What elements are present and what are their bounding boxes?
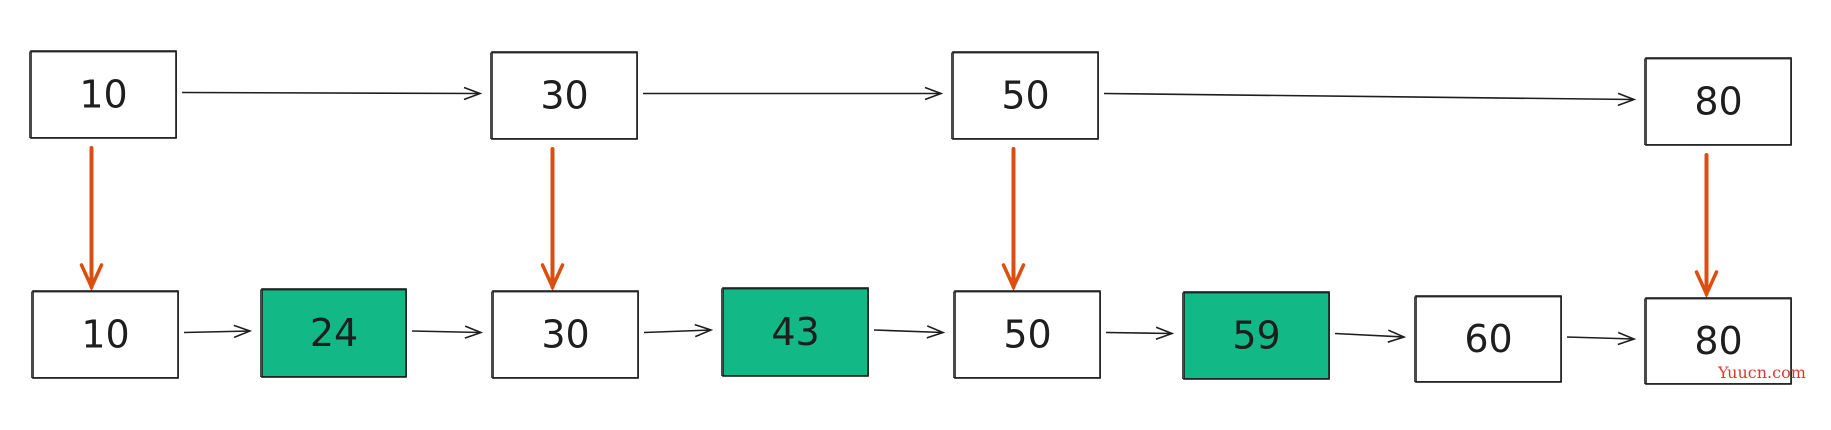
index-node-box-sketch [29, 51, 177, 138]
base-node-box-sketch [721, 288, 869, 376]
base-node-43: 43 [721, 287, 869, 377]
index-node-box-sketch [951, 52, 1099, 139]
base-node-box-sketch [1414, 296, 1562, 382]
index-node-30: 30 [490, 51, 638, 140]
next-arrow-b59-b60 [1334, 334, 1404, 338]
next-arrow-b24-b30 [411, 331, 481, 333]
base-node-box [492, 290, 639, 379]
base-node-24: 24 [260, 288, 407, 378]
base-node-box [1415, 295, 1562, 383]
base-node-box-sketch [491, 291, 639, 378]
index-node-box-sketch [490, 52, 638, 139]
base-node-59: 59 [1182, 291, 1330, 380]
base-node-box-sketch [31, 291, 179, 378]
base-node-box [954, 290, 1101, 379]
base-node-label: 60 [1464, 317, 1512, 361]
base-node-box [1645, 297, 1792, 385]
base-node-label: 10 [81, 313, 129, 357]
next-arrow-b30-b43 [643, 330, 711, 333]
base-node-label: 30 [541, 313, 589, 357]
base-node-label: 80 [1694, 319, 1742, 363]
base-node-box-sketch [953, 291, 1101, 378]
next-arrow-i10-i30 [181, 93, 480, 94]
index-node-label: 30 [540, 74, 588, 118]
base-node-box-sketch [1182, 292, 1330, 379]
base-node-label: 24 [310, 311, 358, 355]
base-node-30: 30 [491, 290, 639, 379]
base-node-label: 50 [1003, 313, 1051, 357]
base-node-box [722, 287, 869, 377]
next-arrow-i50-i80 [1103, 94, 1634, 100]
index-node-box-sketch [1644, 58, 1792, 145]
index-node-80: 80 [1644, 57, 1792, 146]
index-node-box [1645, 57, 1792, 146]
watermark-text: Yuucn.com [1718, 363, 1806, 382]
index-node-10: 10 [29, 50, 177, 139]
next-arrow-b60-b80 [1566, 337, 1634, 339]
next-arrow-b10-b24 [183, 331, 250, 333]
base-node-box [1183, 291, 1330, 380]
base-node-label: 43 [771, 310, 819, 354]
index-node-label: 80 [1694, 80, 1742, 124]
next-arrow-b43-b50 [873, 330, 943, 333]
base-node-box-sketch [260, 289, 407, 377]
edges-layer [92, 93, 1707, 340]
base-node-box-sketch [1644, 298, 1792, 384]
index-node-50: 50 [951, 51, 1099, 140]
base-node-10: 10 [31, 290, 179, 379]
base-node-80: 80 [1644, 297, 1792, 385]
next-arrow-b50-b59 [1105, 333, 1172, 334]
index-node-label: 50 [1001, 74, 1049, 118]
index-node-label: 10 [79, 73, 127, 117]
nodes-layer: 10 30 50 80 10 24 30 43 50 59 60 80 [29, 50, 1792, 385]
base-node-50: 50 [953, 290, 1101, 379]
base-node-60: 60 [1414, 295, 1562, 383]
base-node-label: 59 [1232, 314, 1280, 358]
